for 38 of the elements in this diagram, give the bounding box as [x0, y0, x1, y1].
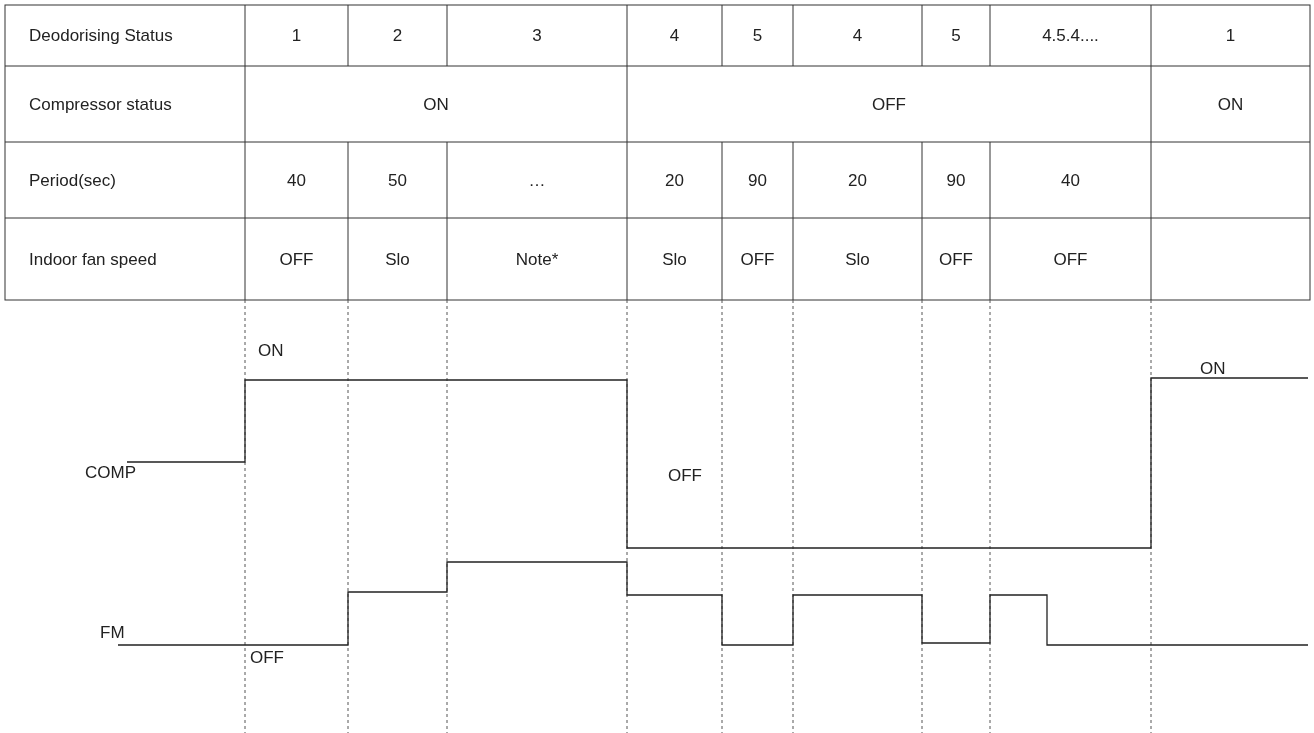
table-cell: Note* — [515, 250, 559, 268]
table-cell: OFF — [740, 250, 775, 268]
table-cell: ON — [423, 95, 449, 113]
row-header: Period(sec) — [29, 171, 116, 189]
table-cell: 4 — [852, 27, 863, 44]
signal-label: ON — [1200, 359, 1226, 377]
table-cell: 50 — [388, 171, 407, 189]
signal-label: COMP — [85, 463, 136, 481]
table-cell: Slo — [845, 250, 870, 268]
table-cell: 90 — [748, 171, 767, 189]
signal-label: ON — [258, 341, 284, 359]
table-cell: Slo — [662, 250, 687, 268]
table-cell: 2 — [392, 27, 403, 44]
table-cell: 40 — [287, 171, 306, 189]
table-cell: 1 — [1225, 27, 1236, 44]
table-cell: ON — [1217, 95, 1244, 113]
table-cell: OFF — [872, 95, 906, 113]
table-cell: 4.5.4.... — [1042, 27, 1099, 44]
table-cell: 20 — [848, 171, 867, 189]
signal-label: OFF — [668, 466, 702, 484]
table-cell: 5 — [752, 27, 763, 44]
table-cell: OFF — [279, 250, 314, 268]
table-cell: 4 — [669, 27, 680, 44]
table-cell: … — [528, 171, 546, 189]
table-cell: OFF — [1053, 250, 1088, 268]
table-cell: OFF — [939, 250, 973, 268]
table-cell: 3 — [532, 27, 542, 44]
table-cell: Slo — [385, 250, 410, 268]
table-cell: 90 — [946, 171, 966, 189]
table-cell: 1 — [291, 27, 302, 44]
row-header: Indoor fan speed — [29, 250, 157, 268]
table-cell: 20 — [665, 171, 684, 189]
table-cell: 5 — [951, 27, 961, 44]
table-cell: 40 — [1061, 171, 1080, 189]
signal-label: FM — [100, 623, 125, 641]
row-header: Deodorising Status — [29, 27, 173, 44]
signal-label: OFF — [250, 648, 284, 666]
row-header: Compressor status — [29, 95, 172, 113]
